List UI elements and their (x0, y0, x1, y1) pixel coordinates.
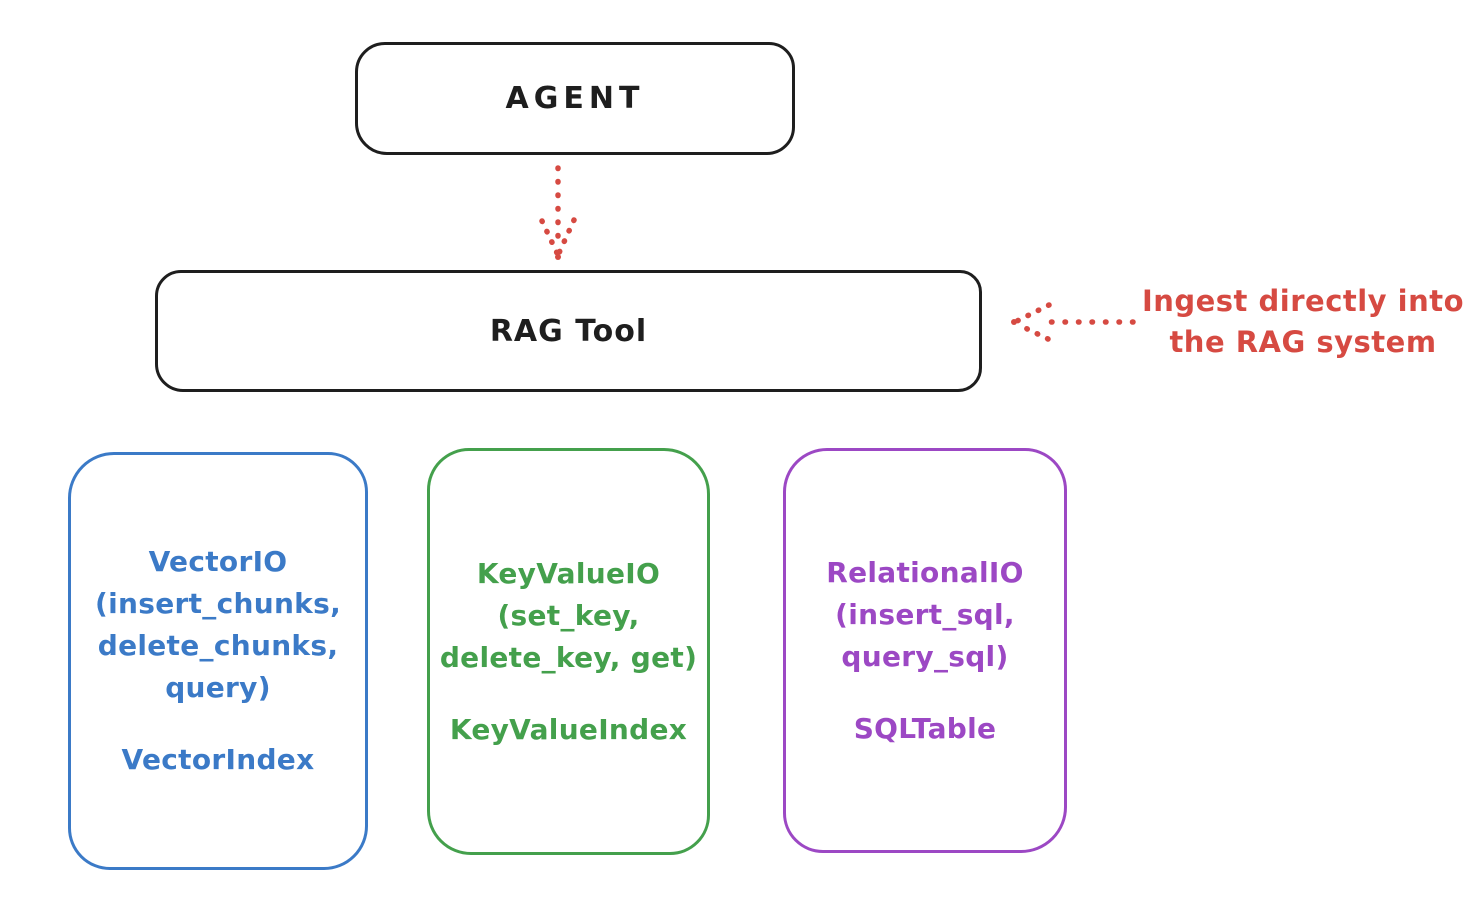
rag-tool-label: RAG Tool (489, 313, 648, 349)
store-node-key-value-io[interactable]: KeyValueIO (set_key, delete_key, get) Ke… (427, 448, 710, 855)
ingest-arrow (1011, 302, 1136, 342)
rag-tool-node[interactable]: RAG Tool (155, 270, 982, 392)
arrow-head (1014, 302, 1052, 342)
store-node-relational-io[interactable]: RelationalIO (insert_sql, query_sql) SQL… (783, 448, 1067, 853)
vector-io-index-text: VectorIndex (121, 743, 315, 776)
agent-node[interactable]: AGENT (355, 42, 795, 155)
key-value-io-index-text: KeyValueIndex (449, 712, 688, 746)
agent-to-rag-arrow (539, 165, 577, 260)
arrow-tip (1011, 319, 1017, 325)
ingest-annotation: Ingest directly into the RAG system (1141, 284, 1465, 359)
arrow-head (539, 217, 577, 256)
key-value-io-interface-text: KeyValueIO (set_key, delete_key, get) (439, 556, 698, 674)
relational-io-index-text: SQLTable (853, 711, 997, 745)
agent-label: AGENT (505, 81, 645, 116)
relational-io-interface-text: RelationalIO (insert_sql, query_sql) (826, 555, 1024, 673)
vector-io-interface-text: VectorIO (insert_chunks, delete_chunks, … (95, 545, 341, 704)
arrow-tip (555, 254, 561, 260)
store-node-vector-io[interactable]: VectorIO (insert_chunks, delete_chunks, … (68, 452, 368, 870)
